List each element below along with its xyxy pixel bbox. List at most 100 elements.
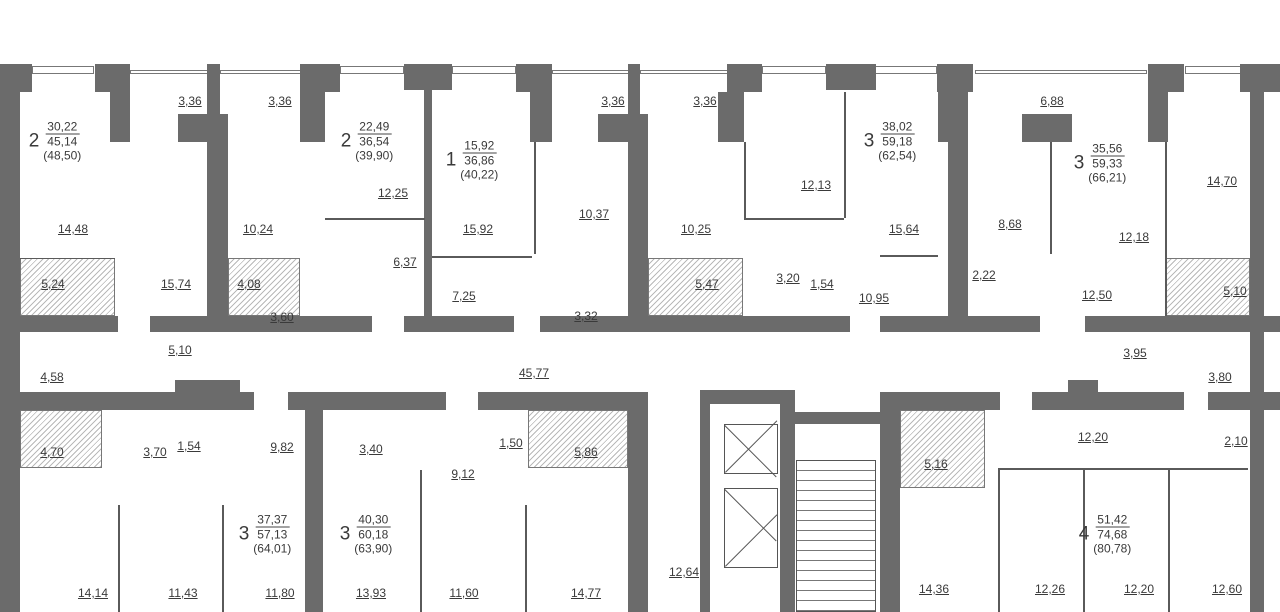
total-area-with-balcony: (63,90) [354, 541, 393, 556]
wall [540, 316, 850, 332]
room-area: 3,60 [270, 310, 294, 324]
partition [998, 468, 1248, 470]
total-area-with-balcony: (48,50) [43, 148, 82, 163]
wall [700, 390, 795, 404]
living-area: 15,92 [462, 138, 497, 154]
room-area: 45,77 [518, 366, 550, 380]
partition [325, 218, 425, 220]
window [1185, 66, 1247, 74]
living-area: 38,02 [880, 119, 915, 135]
room-area: 3,40 [359, 442, 383, 456]
room-area: 14,14 [77, 586, 109, 600]
wall [404, 316, 514, 332]
partition [880, 255, 938, 257]
wall [880, 316, 1040, 332]
room-area: 8,68 [998, 217, 1022, 231]
room-area: 14,48 [57, 222, 89, 236]
living-area: 51,42 [1095, 512, 1130, 528]
wall [938, 92, 968, 142]
wall [1032, 392, 1184, 410]
wall [424, 90, 432, 330]
wall [937, 64, 973, 92]
room-area: 14,70 [1206, 174, 1238, 188]
wall [404, 64, 452, 90]
room-area: 9,12 [451, 467, 475, 481]
room-area: 5,47 [695, 277, 719, 291]
loggia [20, 258, 115, 316]
wall [175, 380, 240, 392]
total-area: 57,13 [257, 527, 288, 542]
room-area: 5,24 [41, 277, 65, 291]
room-area: 3,80 [1208, 370, 1232, 384]
wall [948, 142, 968, 330]
room-area: 7,25 [452, 289, 476, 303]
total-area: 59,33 [1092, 156, 1123, 171]
room-area: 1,50 [499, 436, 523, 450]
room-area: 12,60 [1211, 582, 1243, 596]
room-area: 3,36 [268, 94, 292, 108]
partition [420, 470, 422, 612]
room-area: 12,20 [1077, 430, 1109, 444]
wall [288, 392, 446, 410]
total-area-with-balcony: (62,54) [878, 148, 917, 163]
staircase [796, 460, 876, 612]
wall [95, 64, 130, 92]
window [130, 70, 208, 74]
room-area: 4,70 [40, 445, 64, 459]
total-area-with-balcony: (39,90) [355, 148, 394, 163]
room-area: 3,36 [178, 94, 202, 108]
wall [628, 64, 640, 114]
room-area: 12,13 [800, 178, 832, 192]
total-area: 45,14 [47, 134, 78, 149]
wall [1022, 114, 1072, 142]
partition [1168, 470, 1170, 612]
elevator-shaft [724, 488, 778, 568]
room-area: 2,22 [972, 268, 996, 282]
window [452, 66, 516, 74]
partition [432, 256, 532, 258]
total-area: 74,68 [1097, 527, 1128, 542]
living-area: 37,37 [255, 512, 290, 528]
room-area: 3,36 [601, 94, 625, 108]
partition [844, 92, 846, 218]
wall [150, 316, 372, 332]
room-area: 15,92 [462, 222, 494, 236]
wall [1148, 64, 1184, 92]
room-area: 10,25 [680, 222, 712, 236]
wall [1240, 64, 1280, 92]
room-area: 12,20 [1123, 582, 1155, 596]
room-count: 3 [863, 130, 875, 151]
partition [998, 470, 1000, 612]
living-area: 30,22 [45, 119, 80, 135]
room-area: 5,86 [574, 445, 598, 459]
room-area: 3,70 [143, 445, 167, 459]
window [340, 66, 404, 74]
room-area: 10,24 [242, 222, 274, 236]
partition [20, 258, 115, 259]
loggia [228, 258, 300, 316]
wall [727, 64, 762, 92]
wall [780, 404, 795, 612]
room-area: 12,64 [668, 565, 700, 579]
total-area-with-balcony: (64,01) [253, 541, 292, 556]
total-area: 60,18 [358, 527, 389, 542]
room-area: 3,36 [693, 94, 717, 108]
wall [0, 392, 254, 410]
wall [1148, 92, 1168, 142]
wall [305, 410, 323, 612]
room-count: 3 [339, 523, 351, 544]
wall [530, 92, 552, 142]
elevator-shaft [724, 424, 778, 474]
room-area: 11,60 [449, 586, 479, 600]
wall [110, 92, 130, 142]
room-area: 10,95 [858, 291, 890, 305]
wall [300, 92, 325, 142]
living-area: 22,49 [357, 119, 392, 135]
room-area: 3,32 [574, 309, 598, 323]
window [640, 70, 728, 74]
room-area: 4,58 [40, 370, 64, 384]
